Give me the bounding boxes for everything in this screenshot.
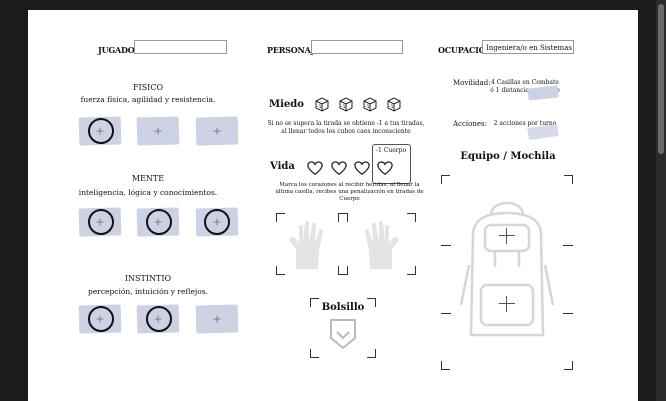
movement-label: Movilidad: [453,79,491,87]
scrollbar-thumb[interactable] [658,4,664,154]
corner-mark [338,266,348,275]
stat-desc-instinto: percepción, intuición y reflejos. [88,287,208,296]
cross-mark [506,228,507,244]
occupation-field[interactable]: Ingeniera/o en Sistemas [482,40,574,54]
fear-cube-text: -1 [341,104,346,110]
heart-icon[interactable] [353,159,371,177]
fear-cube-2[interactable]: -1 [338,96,354,112]
character-label: PERSONAJE [267,45,321,55]
player-field[interactable] [134,40,227,54]
backpack-icon [459,201,555,337]
corner-mark [407,213,416,222]
corner-mark [367,349,376,358]
stat-title-fisico: FISICO [132,83,164,92]
cross-mark [499,235,515,236]
heart-icon[interactable] [330,159,348,177]
mente-marked-ring-1 [88,209,114,235]
corner-mark [310,349,319,358]
stat-title-mente: MENTE [131,174,165,183]
fear-cube-text: -1 [317,104,322,110]
instinto-chip-3[interactable]: + [195,304,239,334]
cross-mark [499,303,515,304]
fear-cube-4[interactable]: -1 [386,96,402,112]
actions-value: 2 acciones por turno [493,120,557,127]
backpack-slot[interactable] [441,175,573,370]
heart-icon[interactable] [376,159,394,177]
grid-mark [441,237,451,246]
corner-mark [338,213,348,222]
corner-mark [564,361,573,370]
fear-cube-3[interactable]: -1 [362,96,378,112]
actions-label: Acciones: [453,120,487,128]
body-note: -1 Cuerpo [376,147,407,154]
left-hand-icon [289,220,324,269]
corner-mark [367,298,376,307]
grid-mark [563,237,573,246]
corner-mark [276,213,285,222]
grid-mark [563,305,573,314]
plus-icon: + [212,124,222,138]
corner-mark [407,266,416,275]
cross-mark [506,296,507,312]
stat-title-instinto: INSTINTIO [124,274,172,283]
mente-marked-ring-3 [204,209,230,235]
actions-highlight [527,123,559,141]
pocket-icon [330,319,356,350]
mente-marked-ring-2 [146,209,172,235]
fear-label: Miedo [269,99,304,110]
fisico-marked-ring [88,118,114,144]
corner-mark [441,361,450,370]
scrollbar[interactable] [656,0,666,401]
corner-mark [276,266,285,275]
fear-cube-text: -1 [365,104,370,110]
fisico-chip-2[interactable]: + [136,116,180,146]
plus-icon: + [153,124,163,138]
stat-desc-mente: inteligencia, lógica y conocimientos. [78,188,218,197]
fear-cube-text: -1 [389,104,394,110]
heart-icon[interactable] [306,159,324,177]
hands-slot[interactable] [276,213,416,275]
corner-mark [310,298,319,307]
character-field[interactable] [311,40,403,54]
corner-mark [441,175,450,184]
plus-icon: + [212,312,222,326]
character-sheet-page: JUGADOR PERSONAJE OCUPACIÓN Ingeniera/o … [28,10,638,401]
corner-mark [564,175,573,184]
life-label: Vida [270,161,295,172]
pocket-slot[interactable]: Bolsillo [310,298,376,358]
stat-desc-fisico: fuerza física, agilidad y resistencia. [80,95,216,104]
body-penalty-box: -1 Cuerpo [372,144,411,184]
movement-highlight [527,85,559,101]
player-label: JUGADOR [98,45,141,55]
fear-cube-1[interactable]: -1 [314,96,330,112]
grid-mark [441,305,451,314]
instinto-marked-ring-1 [88,306,114,332]
pocket-label: Bolsillo [321,302,365,313]
right-hand-icon [364,220,399,269]
equipment-label: Equipo / Mochila [460,151,556,162]
movement-value: 4 Casillas en Combate ó 1 distancia por … [490,79,560,94]
life-rule: Marca los corazones al recibir heridas, … [275,182,424,202]
instinto-marked-ring-2 [146,306,172,332]
occupation-label: OCUPACIÓN [438,45,493,55]
fisico-chip-3[interactable]: + [195,116,239,146]
fear-rule: Si no se supera la tirada se obtiene -1 … [267,120,425,135]
